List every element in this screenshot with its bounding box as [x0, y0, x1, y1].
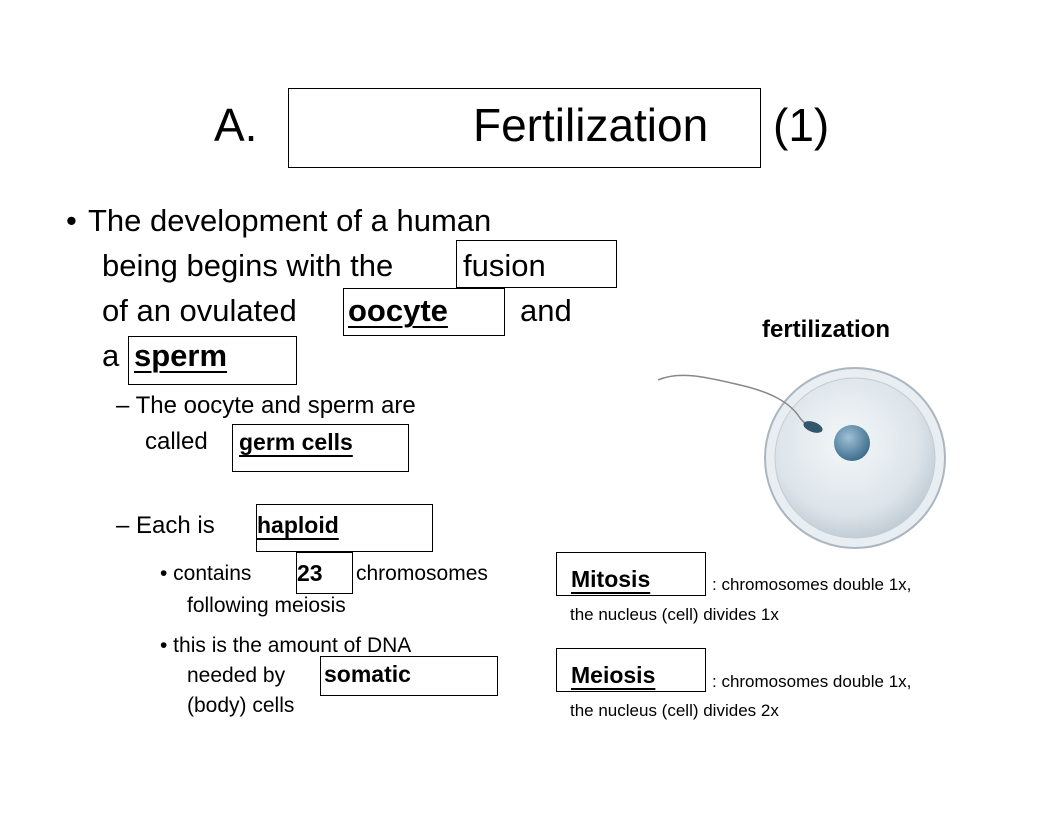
fill-oocyte: oocyte — [348, 293, 448, 328]
mitosis-desc1: : chromosomes double 1x, — [712, 575, 912, 594]
sub1-line1: – The oocyte and sperm are — [116, 392, 416, 419]
mitosis-desc2: the nucleus (cell) divides 1x — [570, 605, 779, 624]
sperm-answer-box[interactable] — [128, 336, 297, 385]
mitosis-term: Mitosis — [571, 566, 651, 592]
bullet1-line4: a — [102, 338, 120, 373]
fill-somatic: somatic — [324, 661, 411, 687]
fill-23: 23 — [297, 560, 323, 586]
fertilization-illustration — [657, 367, 946, 549]
oocyte-answer-box[interactable] — [343, 288, 505, 336]
title-word: Fertilization — [473, 99, 709, 151]
somatic-answer-box[interactable] — [320, 656, 498, 696]
sperm-head — [803, 421, 823, 433]
fill-germ-cells: germ cells — [239, 429, 353, 455]
title-answer-box[interactable] — [288, 88, 761, 168]
subsub2-line2-pre: needed by — [187, 664, 286, 687]
meiosis-answer-box[interactable] — [556, 648, 706, 692]
subsub1-line2: following meiosis — [187, 594, 346, 617]
fusion-answer-box[interactable] — [456, 240, 617, 288]
meiosis-desc2: the nucleus (cell) divides 2x — [570, 701, 779, 720]
mitosis-answer-box[interactable] — [556, 552, 706, 596]
bullet1-line1: The development of a human — [88, 203, 492, 238]
haploid-answer-box[interactable] — [256, 504, 433, 552]
figure-label: fertilization — [762, 316, 891, 343]
title-prefix: A. — [214, 99, 258, 151]
fill-haploid: haploid — [257, 512, 339, 538]
bullet1-line3-end: and — [520, 293, 572, 328]
subsub1-line1-pre: • contains — [160, 562, 252, 585]
bullet1-line2: being begins with the — [102, 248, 394, 283]
sub1-line2: called — [145, 428, 208, 455]
germ-cells-answer-box[interactable] — [232, 424, 409, 472]
bullet1-marker: • — [66, 203, 77, 238]
subsub2-line3: (body) cells — [187, 694, 295, 717]
meiosis-desc1: : chromosomes double 1x, — [712, 672, 912, 691]
sub2-line1: – Each is — [116, 512, 215, 539]
title-suffix: (1) — [773, 99, 830, 151]
nucleus-shape — [834, 425, 870, 461]
subsub2-line1: • this is the amount of DNA — [160, 634, 412, 657]
bullet1-line3: of an ovulated — [102, 293, 297, 328]
meiosis-term: Meiosis — [571, 662, 656, 688]
subsub1-line1-post: chromosomes — [356, 562, 488, 585]
fill-fusion: fusion — [463, 248, 546, 283]
23-answer-box[interactable] — [296, 552, 353, 594]
fill-sperm: sperm — [134, 338, 228, 373]
